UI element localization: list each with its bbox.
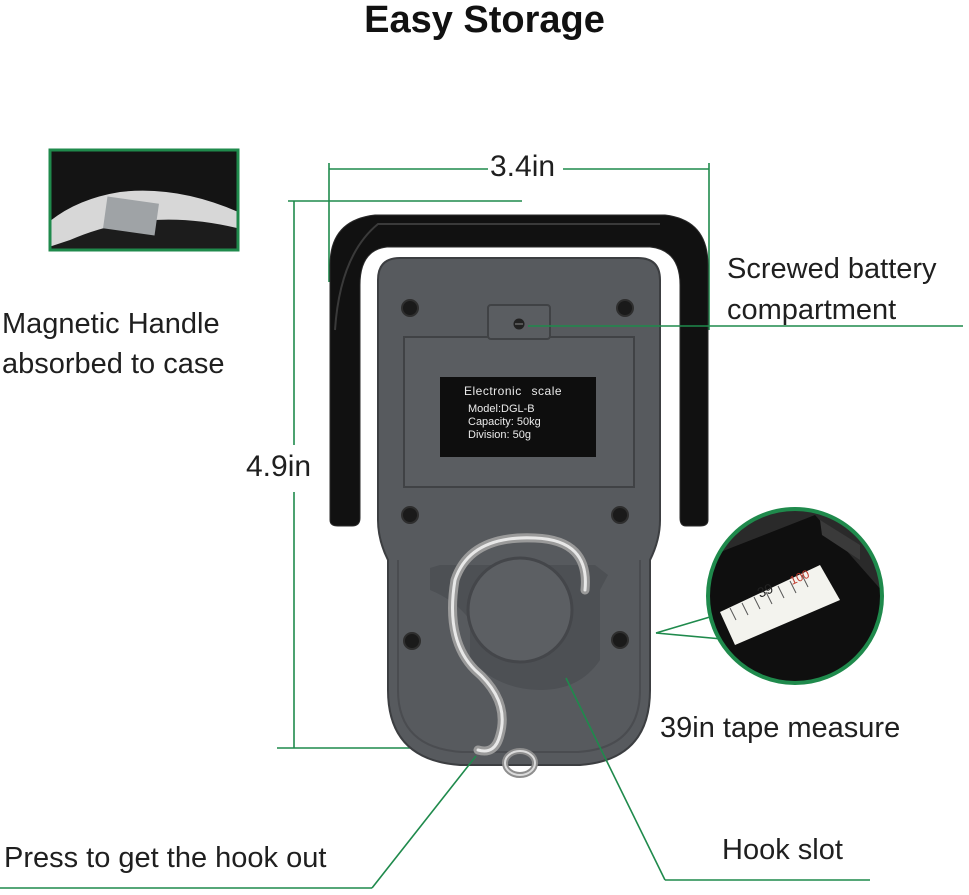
plate-division: Division: 50g <box>468 429 531 441</box>
tape-tick-39: 39 <box>755 580 776 601</box>
magnetic-handle-label-line2: absorbed to case <box>2 348 225 380</box>
handle <box>329 214 709 527</box>
tape-measure-label: 39in tape measure <box>660 712 901 744</box>
steel-hook <box>448 533 590 778</box>
hook-slot-label: Hook slot <box>722 834 843 866</box>
battery-label-line2: compartment <box>727 294 897 326</box>
battery-label-line1: Screwed battery <box>727 253 937 285</box>
width-dimension-label: 3.4in <box>488 150 558 184</box>
case-screws <box>401 299 634 650</box>
tape-measure-inset <box>706 507 884 685</box>
name-plate: Electronic scale Model:DGL-B Capacity: 5… <box>440 377 596 457</box>
height-dimension-label: 4.9in <box>244 450 314 484</box>
plate-capacity: Capacity: 50kg <box>468 416 541 428</box>
hook-slot <box>430 556 608 690</box>
magnetic-handle-label-line1: Magnetic Handle <box>2 308 220 340</box>
dimension-lines <box>277 163 710 749</box>
callout-lines <box>0 325 963 889</box>
plate-model: Model:DGL-B <box>468 403 535 415</box>
magnetic-handle-inset <box>48 148 240 252</box>
page-title: Easy Storage <box>364 0 605 41</box>
press-hook-label: Press to get the hook out <box>4 842 327 874</box>
plate-title: Electronic scale <box>464 384 563 398</box>
